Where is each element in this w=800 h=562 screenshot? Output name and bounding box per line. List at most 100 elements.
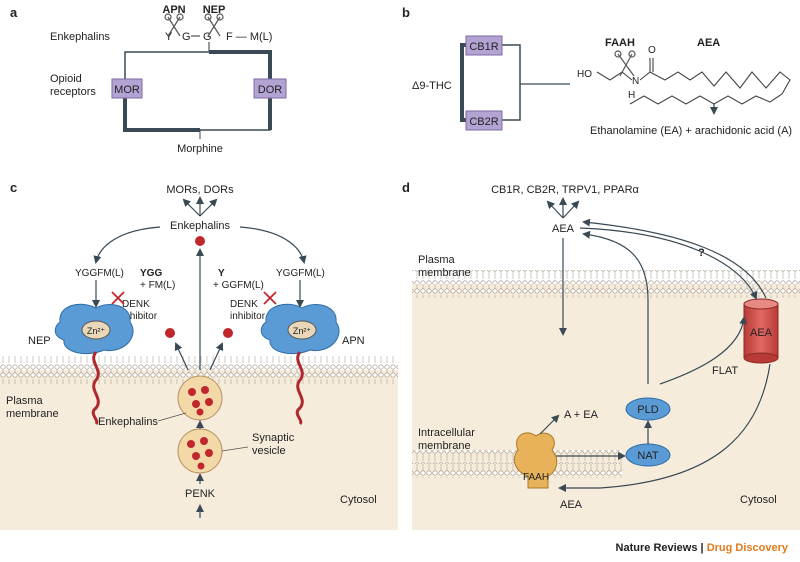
mor-box [111, 78, 143, 99]
arrow-release [174, 342, 189, 371]
cytosol-area [412, 284, 800, 530]
panel-b: b CB1R CB2R Δ9-THC FAAH AEA HO O N H Eth… [402, 5, 792, 137]
panel-d-letter: d [402, 180, 410, 195]
denk-right-2: inhibitor [230, 311, 266, 322]
arrow-flat-to-faah [558, 363, 771, 492]
footer-journal: Nature Reviews [616, 542, 698, 554]
denk-right-1: DENK [230, 299, 258, 310]
fm-label: + FM(L) [140, 280, 175, 291]
receptor-bracket [124, 51, 271, 131]
yggfm-right-label: YGGFM(L) [276, 268, 325, 279]
flat-bottom [743, 352, 779, 364]
cytosol-label: Cytosol [340, 494, 377, 506]
apn-label: APN [342, 335, 365, 347]
plasma-label-1: Plasma [418, 254, 456, 266]
panel-b-letter: b [402, 5, 410, 20]
arrow-to-apn [239, 226, 307, 264]
ho-label: HO [577, 69, 592, 80]
seq-g1: G [182, 31, 191, 43]
intracellular-membrane-inner [412, 464, 622, 478]
apn-label: APN [162, 4, 185, 16]
seq-y: Y [165, 31, 173, 43]
synaptic-label-1: Synaptic [252, 432, 295, 444]
zn-ion [81, 320, 111, 340]
enkephalins-top-label: Enkephalins [170, 220, 230, 232]
thc-label: Δ9-THC [412, 80, 452, 92]
denk-left-2: inhibitor [122, 311, 158, 322]
h-label: H [628, 90, 635, 101]
cb2r-label: CB2R [469, 116, 498, 128]
scissors-icon [204, 13, 224, 37]
question-label: ? [698, 247, 705, 259]
arrow-pld-to-aea [582, 230, 649, 384]
ggfm-label: + GGFM(L) [213, 280, 264, 291]
aea-top-label: AEA [552, 223, 575, 235]
plasma-membrane-outer [412, 270, 800, 284]
seq-fm: F — M(L) [226, 31, 272, 43]
opioid-label-2: receptors [50, 86, 96, 98]
flat-aea-label: AEA [750, 327, 773, 339]
enkephalin-dot [223, 328, 233, 338]
arrow-flat-to-aea [582, 218, 767, 299]
enkephalin-dot [195, 236, 205, 246]
footer-section: Drug Discovery [707, 542, 789, 554]
scissors-icon [164, 13, 184, 37]
arrow-pld-to-flat [659, 316, 748, 385]
n-label: N [632, 76, 639, 87]
vesicle-dots [188, 386, 213, 416]
products-label: Ethanolamine (EA) + arachidonic acid (A) [590, 125, 792, 137]
flat-label: FLAT [712, 365, 738, 377]
penk-label: PENK [185, 488, 216, 500]
panel-d: d CB1R, CB2R, TRPV1, PPARα AEA Plasma me… [402, 180, 800, 530]
nep-label: NEP [203, 4, 226, 16]
flat-top [743, 298, 779, 310]
thc-bracket [460, 43, 482, 122]
enk-dor-path [209, 50, 272, 130]
plasma-label-2: membrane [6, 408, 59, 420]
zn-ion [287, 320, 317, 340]
morphine-mor-path [123, 90, 200, 132]
enkephalin-dot [165, 328, 175, 338]
flat-transporter [743, 303, 779, 359]
cb2r-box [465, 110, 503, 131]
inhibit-cross-icon [111, 291, 125, 305]
membrane-outer-leaflet [0, 356, 398, 370]
aea-bottom-label: AEA [560, 499, 583, 511]
opioid-label-1: Opioid [50, 73, 82, 85]
cb1r-box [465, 35, 503, 56]
targets-label: CB1R, CB2R, TRPV1, PPARα [491, 184, 639, 196]
plasma-label-2: membrane [418, 267, 471, 279]
denk-left-1: DENK [122, 299, 150, 310]
panel-c-letter: c [10, 180, 17, 195]
synaptic-label-2: vesicle [252, 445, 286, 457]
leader-line [157, 412, 187, 422]
vesicle-dots [187, 437, 213, 470]
intra-label-1: Intracellular [418, 427, 475, 439]
faah-label: FAAH [605, 37, 635, 49]
nep-label: NEP [28, 335, 51, 347]
plasma-membrane-inner [412, 284, 800, 298]
intra-label-2: membrane [418, 440, 471, 452]
yggfm-left-label: YGGFM(L) [75, 268, 124, 279]
cytosol-label: Cytosol [740, 494, 777, 506]
pld-label: PLD [637, 404, 658, 416]
dor-label: DOR [258, 84, 283, 96]
footer: Nature Reviews | Drug Discovery [616, 542, 789, 554]
scissors-icon [614, 50, 636, 77]
dor-box [253, 78, 287, 99]
o-label: O [648, 45, 656, 56]
apn-helix [295, 351, 304, 426]
panel-a: a Enkephalins Y G G F — M(L) APN NEP MOR… [10, 4, 287, 155]
arrow-to-targets [562, 200, 580, 219]
morphine-label: Morphine [177, 143, 223, 155]
aea-bracket [500, 44, 521, 121]
leader-line [221, 446, 249, 452]
zn-left-label: Zn²⁺ [87, 326, 106, 336]
panel-c: c MORs, DORs Enkephalins YGGFM(L) YGGFM(… [0, 180, 398, 530]
aea-structure [596, 58, 791, 114]
arrow-faah-products [539, 414, 560, 435]
seq-g2: G [203, 31, 212, 43]
faah-label: FAAH [523, 472, 549, 483]
enkephalins-label: Enkephalins [50, 31, 110, 43]
